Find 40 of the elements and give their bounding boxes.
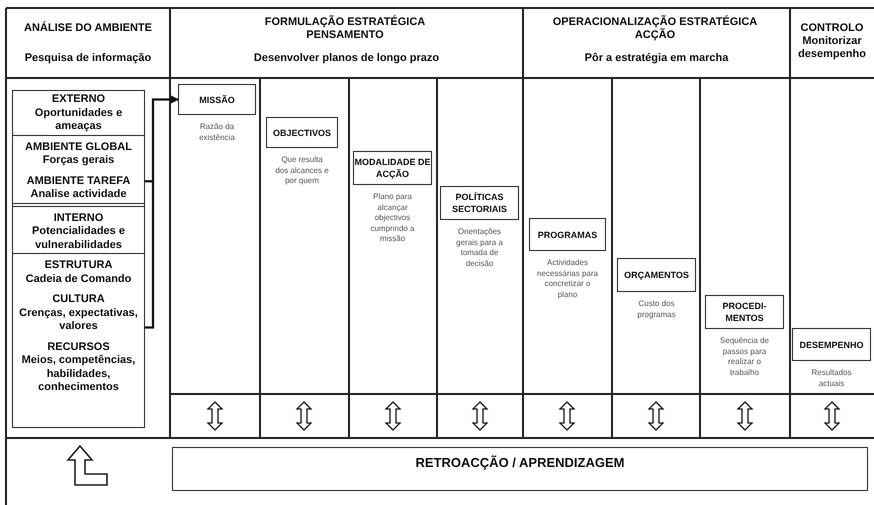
stage-description: Plano para alcançar objectivos cumprindo a missão: [369, 192, 416, 244]
section-text: Cadeia de Comando: [24, 272, 132, 286]
column-heading: CONTROLO Monitorizar desempenho: [797, 22, 867, 61]
stage-box: OBJECTIVOS: [266, 117, 338, 148]
stage-box: ORÇAMENTOS: [617, 258, 696, 292]
stage-description: Orientações gerais para a tomada de decisão: [455, 227, 504, 269]
stage-description: Custo dos programas: [636, 299, 677, 320]
stage-box: MISSÃO: [178, 84, 256, 115]
stage-box: MODALIDADE DE ACÇÃO: [353, 151, 432, 185]
section-heading: INTERNO: [52, 212, 104, 225]
section-heading: AMBIENTE TAREFA: [26, 174, 132, 188]
section-text: Oportunidades e ameaças: [34, 106, 124, 134]
stage-description: Actividades necessárias para concretizar o plano: [537, 258, 598, 300]
stage-box: DESEMPENHO: [792, 328, 871, 361]
stage-description: Resultados actuais: [810, 368, 853, 389]
column-heading: OPERACIONALIZAÇÃO ESTRATÉGICA ACÇÃO: [552, 16, 758, 42]
column-subheading: Pesquisa de informação: [24, 52, 152, 65]
stage-box: POLÍTICAS SECTORIAIS: [440, 186, 519, 220]
section-heading: AMBIENTE GLOBAL: [24, 140, 133, 154]
stage-description: Que resulta dos alcances e por quem: [274, 155, 330, 186]
feedback-box: RETROACÇÃO / APRENDIZAGEM: [172, 447, 868, 491]
section-text: Forças gerais: [42, 154, 116, 168]
stage-description: Sequência de passos para realizar o trabalho: [719, 336, 770, 378]
section-heading: RECURSOS: [46, 340, 111, 354]
stage-description: Razão da existência: [198, 122, 236, 143]
section-text: Crenças, expectativas, valores: [18, 306, 139, 334]
section-heading: EXTERNO: [50, 93, 106, 106]
stage-box: PROCEDI- MENTOS: [705, 295, 784, 329]
column-heading: FORMULAÇÃO ESTRATÉGICA PENSAMENTO: [264, 16, 426, 42]
environment-list-box: [12, 90, 145, 428]
section-text: Meios, competências, habilidades, conhecimentos: [20, 354, 136, 394]
connector-arrow: [144, 96, 180, 329]
stage-box: PROGRAMAS: [529, 218, 606, 251]
section-heading: ESTRUTURA: [44, 259, 114, 272]
section-text: Analise actividade: [30, 188, 128, 202]
section-heading: CULTURA: [51, 293, 106, 306]
section-text: Potencialidades e vulnerabilidades: [31, 225, 126, 252]
column-subheading: Desenvolver planos de longo prazo: [252, 52, 440, 65]
column-heading: ANÁLISE DO AMBIENTE: [23, 22, 153, 35]
column-subheading: Pôr a estratégia em marcha: [584, 52, 730, 65]
